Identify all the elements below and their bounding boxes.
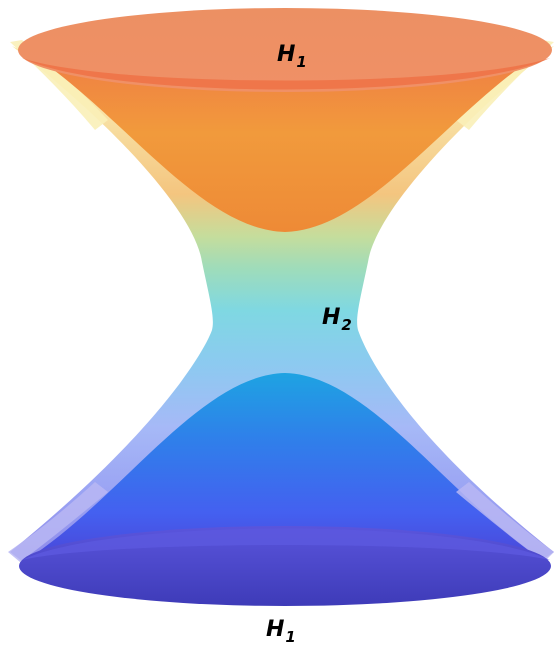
hyperboloid-h1-upper-sheet — [28, 52, 542, 232]
top-cap-rim — [22, 58, 550, 90]
bottom-edge-band-right — [456, 482, 554, 562]
label-h1-bottom: H1 — [266, 617, 296, 646]
hyperboloid-h1-lower-sheet — [26, 373, 544, 560]
label-h1-top: H1 — [277, 42, 307, 71]
bottom-edge-band-left — [8, 482, 108, 562]
top-cap-ellipse — [18, 8, 552, 92]
label-h2-middle: H2 — [322, 305, 352, 334]
hyperboloid-h2-surface — [10, 46, 554, 575]
bottom-cap-rim — [22, 528, 550, 560]
